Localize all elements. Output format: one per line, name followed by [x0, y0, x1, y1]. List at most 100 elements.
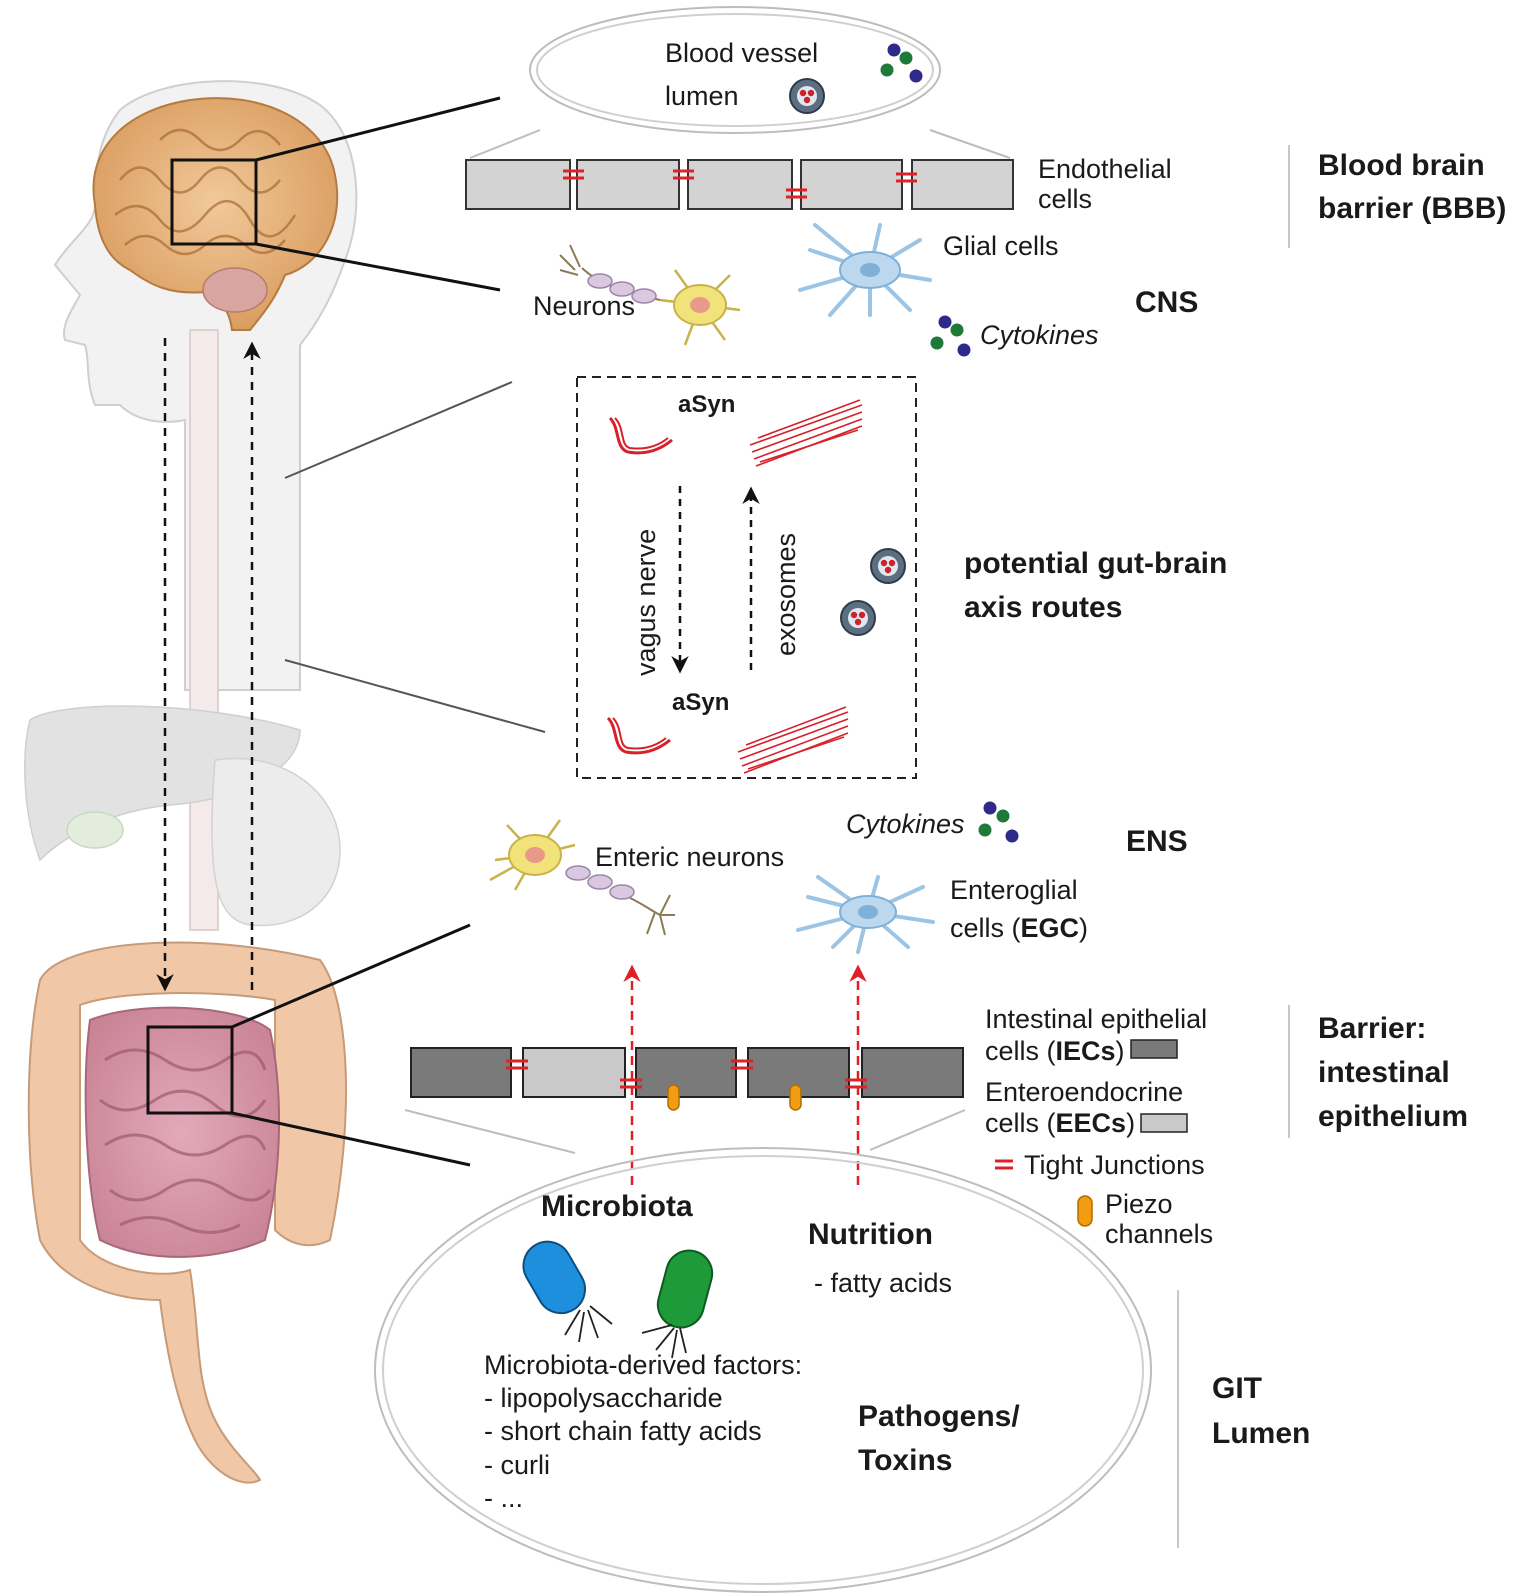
- gut-zoom-box: [146, 1025, 234, 1115]
- piezo-label-line1: Piezo: [1105, 1189, 1173, 1219]
- bbb-section-label-line1: Blood brain: [1318, 149, 1485, 182]
- ens-section-label: ENS: [1126, 825, 1188, 858]
- eec-label-prefix: cells (: [985, 1108, 1056, 1138]
- brain-zoom-line-bottom: [255, 242, 501, 292]
- microbiota-label: Microbiota: [541, 1190, 693, 1223]
- endothelial-label-line2: cells: [1038, 184, 1092, 214]
- vessel-leader-left: [469, 129, 541, 159]
- small-intestine-loops: [99, 1048, 272, 1234]
- iec-legend-swatch: [1130, 1039, 1178, 1059]
- brain-zoom-box: [170, 158, 258, 246]
- tight-junction-icon: [563, 169, 917, 199]
- enteroglial-cell-icon: [796, 875, 935, 954]
- asyn-monomer-icon: [608, 416, 673, 455]
- endothelial-cell: [800, 159, 903, 210]
- bacterium-green-icon: [641, 1249, 714, 1359]
- large-intestine: [27, 941, 347, 1484]
- cytokine-cluster-icon: [930, 315, 971, 357]
- eec-legend-swatch: [1140, 1113, 1188, 1133]
- barrier-section-label-line3: epithelium: [1318, 1100, 1468, 1133]
- endothelial-label-line1: Endothelial: [1038, 154, 1172, 184]
- endothelial-cell-row: [465, 159, 1014, 210]
- pathogens-label-line2: Toxins: [858, 1444, 952, 1477]
- routes-section-label-line1: potential gut-brain: [964, 547, 1227, 580]
- egc-label-prefix: cells (: [950, 913, 1021, 943]
- small-intestine: [84, 1006, 281, 1258]
- vessel-label-line2: lumen: [665, 81, 739, 111]
- egc-label-suffix: ): [1079, 913, 1088, 943]
- iec-cell: [635, 1047, 737, 1098]
- barrier-section-label-line2: intestinal: [1318, 1056, 1450, 1089]
- routes-section-label-line2: axis routes: [964, 591, 1122, 624]
- endothelial-cell: [687, 159, 793, 210]
- egc-label-line2: cells (EGC): [950, 913, 1088, 943]
- gut-zoom-line-top: [231, 923, 471, 1029]
- factor-item: - short chain fatty acids: [484, 1416, 762, 1446]
- asyn-fibril-icon: [737, 706, 849, 774]
- endothelial-cell: [911, 159, 1014, 210]
- tight-junction-label: Tight Junctions: [1024, 1150, 1205, 1180]
- factor-item: - ...: [484, 1483, 523, 1513]
- pathogens-label-line1: Pathogens/: [858, 1400, 1020, 1433]
- exosomes-label: exosomes: [771, 533, 801, 656]
- cerebellum: [202, 267, 268, 313]
- vessel-leader-right: [929, 129, 1011, 159]
- iec-label-line1: Intestinal epithelial: [985, 1004, 1207, 1034]
- asyn-monomer-icon: [606, 716, 671, 755]
- barrier-section-label-line1: Barrier:: [1318, 1012, 1426, 1045]
- asyn-label-top: aSyn: [678, 391, 735, 418]
- bacterium-blue-icon: [522, 1240, 613, 1343]
- stomach: [211, 757, 341, 927]
- eec-label-line2: cells (EECs): [985, 1108, 1135, 1138]
- bbb-section-label-line2: barrier (BBB): [1318, 192, 1506, 225]
- eec-cell: [522, 1047, 626, 1098]
- piezo-legend-icon: [1077, 1195, 1093, 1227]
- routes-connector-top: [284, 381, 513, 479]
- endothelial-cell: [465, 159, 571, 210]
- glial-label: Glial cells: [943, 231, 1059, 261]
- asyn-monomer-icon: [612, 717, 667, 750]
- git-lumen-ellipse: [374, 1147, 1152, 1593]
- iec-label-abbr: IECs: [1056, 1036, 1116, 1066]
- piezo-label-line2: channels: [1105, 1219, 1213, 1249]
- exosome-icon: [789, 78, 825, 114]
- egc-label-abbr: EGC: [1021, 913, 1080, 943]
- iec-label-prefix: cells (: [985, 1036, 1056, 1066]
- neurons-label: Neurons: [533, 291, 635, 321]
- routes-connector-bottom: [284, 659, 546, 733]
- exosome-icon: [870, 548, 906, 584]
- eec-label-line1: Enteroendocrine: [985, 1077, 1183, 1107]
- gut-zoom-line-bottom: [231, 1111, 471, 1167]
- iec-label-line2: cells (IECs): [985, 1036, 1125, 1066]
- fatty-acids-label: - fatty acids: [814, 1268, 952, 1298]
- iec-label-suffix: ): [1116, 1036, 1125, 1066]
- routes-box: [576, 376, 917, 779]
- anatomy-illustration: [24, 80, 546, 1484]
- eec-label-abbr: EECs: [1056, 1108, 1127, 1138]
- egc-label-line1: Enteroglial: [950, 875, 1078, 905]
- enteric-neuron-icon: [489, 819, 675, 936]
- vagus-label: vagus nerve: [631, 529, 661, 676]
- git-section-label-line1: GIT: [1212, 1372, 1262, 1405]
- asyn-fibril-icon: [749, 399, 863, 467]
- iec-cell: [410, 1047, 512, 1098]
- cytokine-cluster-icon: [880, 43, 923, 83]
- iec-cell: [861, 1047, 964, 1098]
- vessel-label-line1: Blood vessel: [665, 38, 818, 68]
- blood-vessel-lumen: Blood vessel lumen: [529, 6, 941, 134]
- nutrition-label: Nutrition: [808, 1218, 933, 1251]
- brain-zoom-line-top: [255, 96, 501, 162]
- asyn-monomer-icon: [614, 417, 669, 450]
- piezo-channel-icon: [667, 1084, 680, 1111]
- epithelial-cell-row: [410, 1047, 964, 1111]
- piezo-channel-icon: [789, 1084, 802, 1111]
- factors-title: Microbiota-derived factors:: [484, 1350, 802, 1380]
- enteric-neurons-label: Enteric neurons: [595, 842, 784, 872]
- brain-gyri: [114, 128, 297, 256]
- gallbladder: [66, 811, 124, 849]
- tight-junction-legend-icon: [995, 1159, 1013, 1170]
- factor-item: - curli: [484, 1450, 550, 1480]
- exosome-icon: [840, 600, 876, 636]
- factor-item: - lipopolysaccharide: [484, 1383, 723, 1413]
